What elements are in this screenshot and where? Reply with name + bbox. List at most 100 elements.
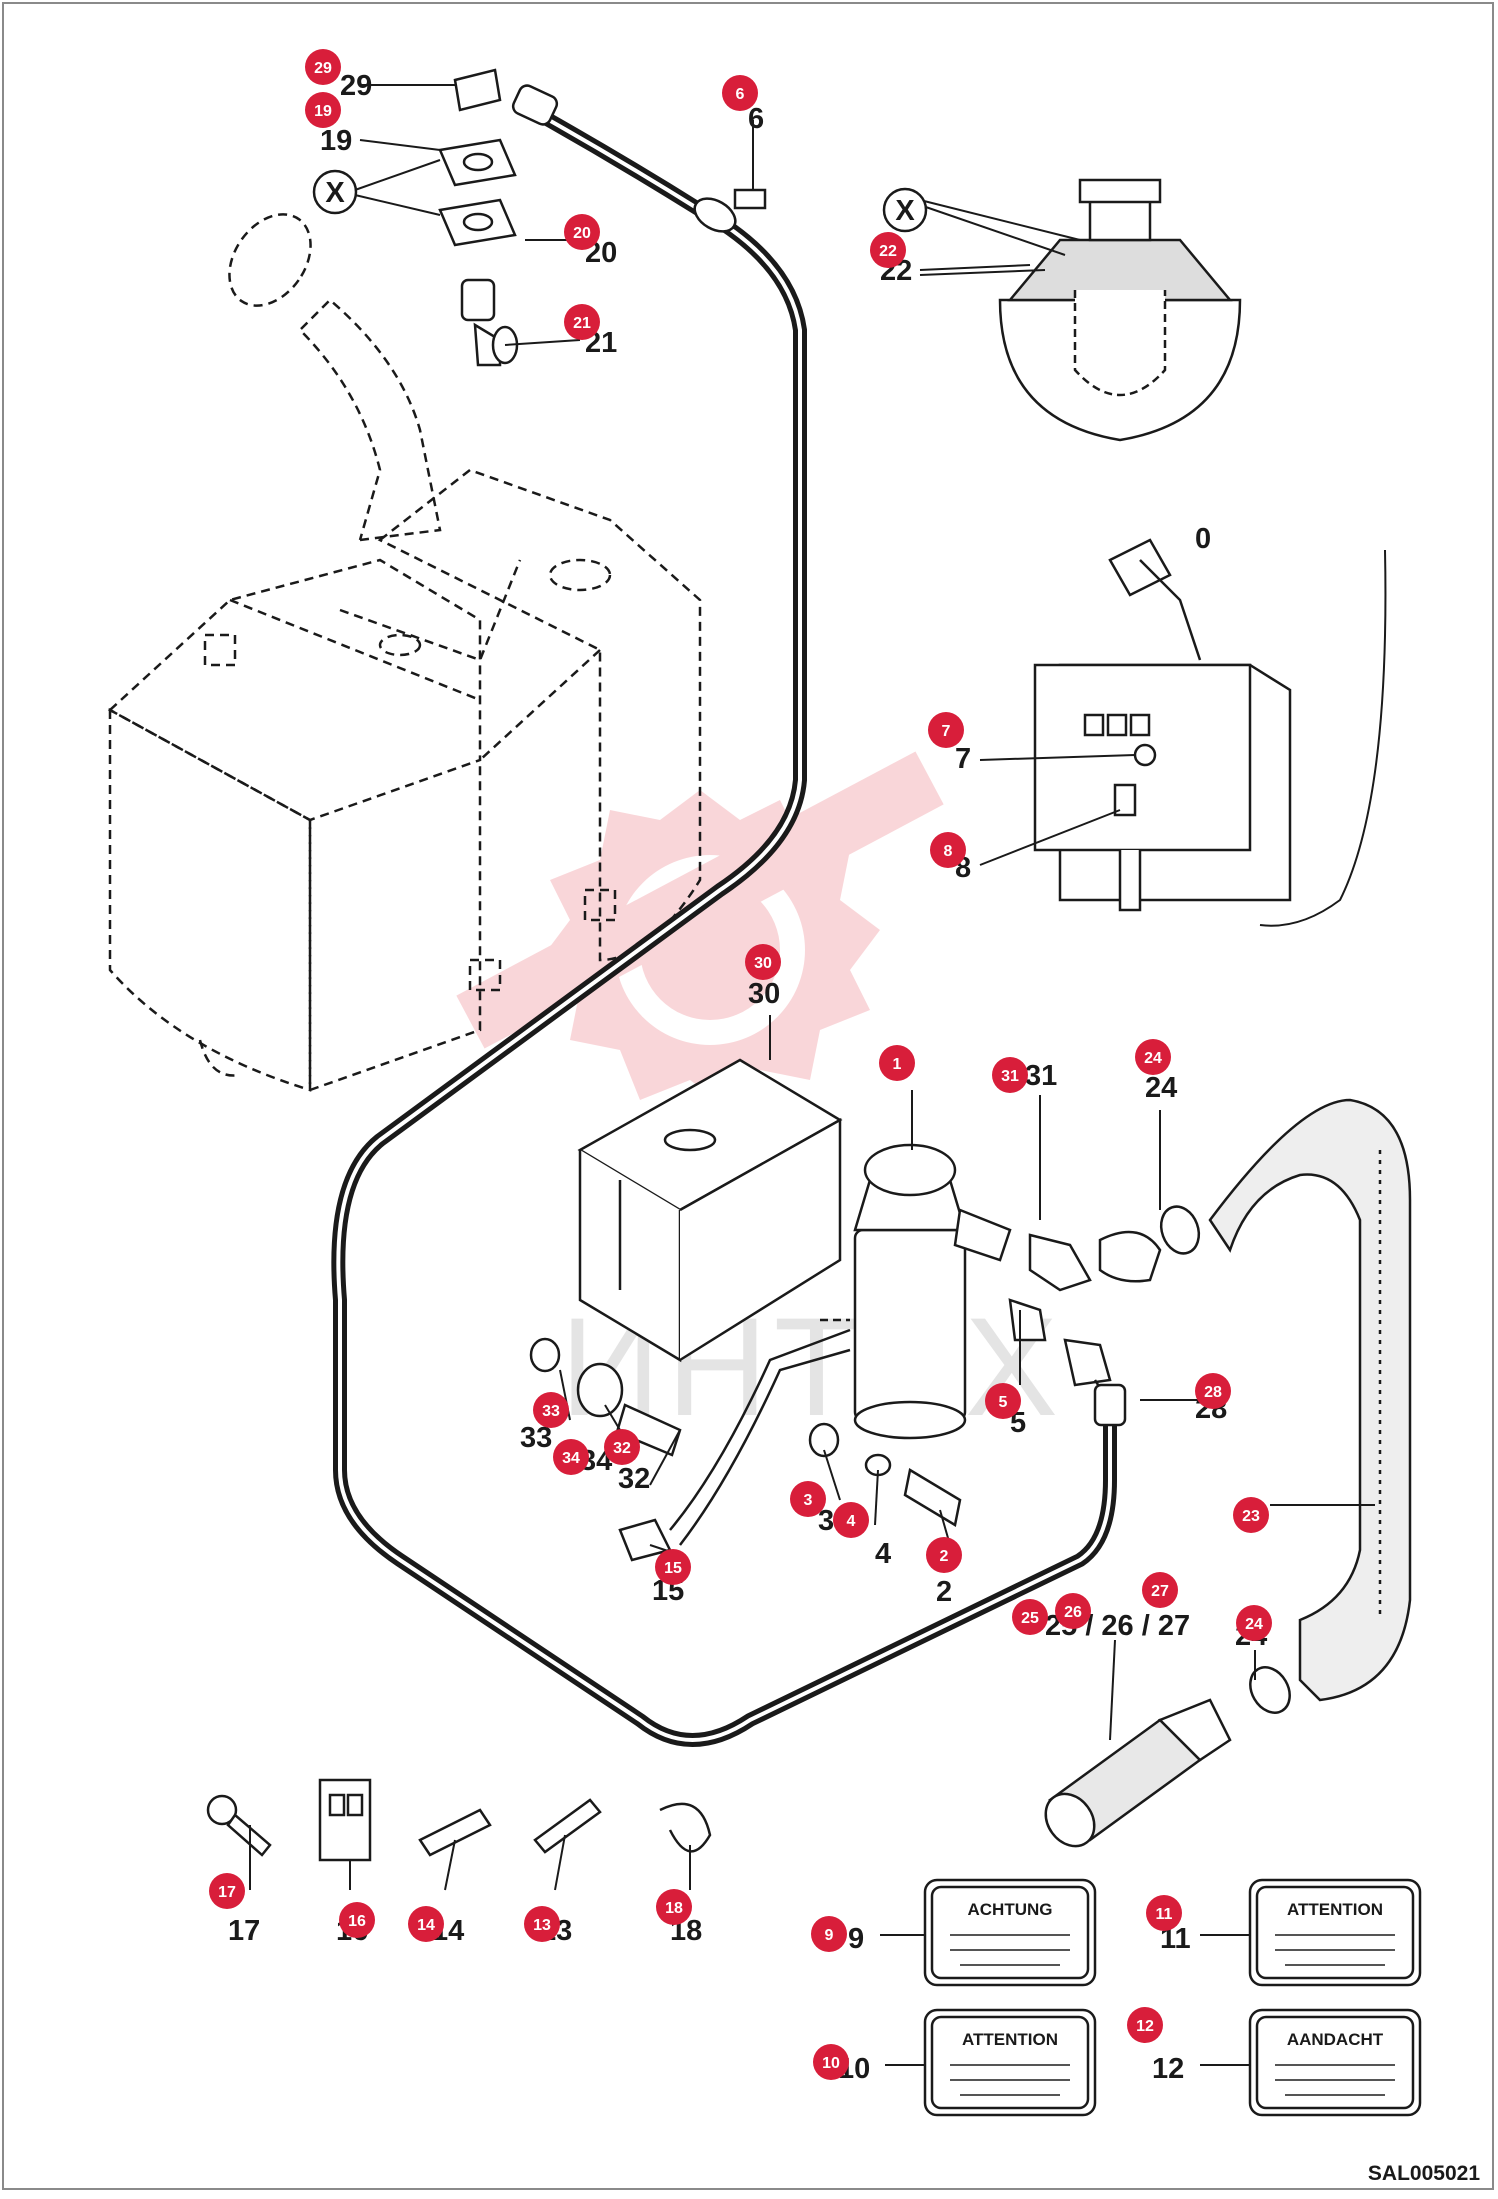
callout-badge-label-29: 29 (314, 60, 332, 77)
pump-control-box (1033, 538, 1387, 927)
printed-3: 3 (818, 1505, 834, 1537)
callout-badge-2 (926, 1537, 962, 1573)
callout-badge-12 (1127, 2007, 1163, 2043)
x-markers: X X (312, 169, 928, 233)
callout-badge-label-12: 12 (1136, 2018, 1154, 2035)
plate-9-title: ACHTUNG (968, 1900, 1053, 1919)
callout-badge-label-10: 10 (822, 2055, 840, 2072)
callout-badge-label-24b: 24 (1245, 1616, 1263, 1633)
fuel-tank (107, 213, 702, 1092)
callout-badge-label-32: 32 (613, 1440, 631, 1457)
callout-badge-13 (524, 1906, 560, 1942)
callout-badge-27 (1142, 1572, 1178, 1608)
callout-badge-8 (930, 832, 966, 868)
suction-filter (1044, 1698, 1232, 1848)
callout-badge-label-34: 34 (562, 1450, 580, 1467)
callout-badge-label-3: 3 (804, 1492, 813, 1509)
drawing-reference: SAL005021 (1368, 2162, 1480, 2185)
callout-badge-33 (533, 1392, 569, 1428)
callout-badge-24b (1236, 1605, 1272, 1641)
callout-badge-label-33: 33 (542, 1403, 560, 1420)
callout-badge-9 (811, 1916, 847, 1952)
callout-badge-24a (1135, 1039, 1171, 1075)
callout-badge-label-14: 14 (417, 1917, 435, 1934)
plate-10-title: ATTENTION (962, 2030, 1058, 2049)
plate-11-title: ATTENTION (1287, 1900, 1383, 1919)
callout-badge-26 (1055, 1593, 1091, 1629)
callout-badge-29 (305, 49, 341, 85)
leader-lines (249, 84, 1375, 2066)
callout-badge-label-13: 13 (533, 1917, 551, 1934)
callout-badge-5 (985, 1383, 1021, 1419)
callout-badge-label-4: 4 (847, 1513, 856, 1530)
printed-31: 31 (1025, 1060, 1057, 1092)
printed-12: 12 (1152, 2053, 1184, 2085)
printed-2: 2 (936, 1576, 952, 1608)
tank-fittings (438, 68, 559, 367)
callout-badge-label-5: 5 (999, 1394, 1008, 1411)
callout-badge-label-9: 9 (825, 1927, 834, 1944)
corrugated-hose (1159, 1098, 1412, 1714)
callout-badge-label-17: 17 (218, 1884, 236, 1901)
callout-badge-label-19: 19 (314, 103, 332, 120)
small-hardware (529, 1328, 962, 1562)
printed-30: 30 (748, 978, 780, 1010)
printed-32: 32 (618, 1463, 650, 1495)
callout-badge-label-21: 21 (573, 315, 591, 332)
callout-badge-28 (1195, 1373, 1231, 1409)
callout-badge-label-24a: 24 (1144, 1050, 1162, 1067)
callout-badge-16 (339, 1902, 375, 1938)
callout-badge-label-16: 16 (348, 1913, 366, 1930)
callout-badge-label-2: 2 (940, 1548, 949, 1565)
callout-badge-23 (1233, 1497, 1269, 1533)
callout-badge-34 (553, 1439, 589, 1475)
callout-badge-19 (305, 92, 341, 128)
callout-badge-22 (870, 232, 906, 268)
electric-fuel-pump (820, 1143, 1162, 1440)
x-marker-left (312, 169, 358, 215)
callout-badge-label-1: 1 (893, 1056, 902, 1073)
callout-badge-18 (656, 1889, 692, 1925)
callout-badge-3 (790, 1481, 826, 1517)
callout-badge-label-25: 25 (1021, 1610, 1039, 1627)
callout-badge-4 (833, 1502, 869, 1538)
printed-7: 7 (955, 743, 971, 775)
callout-badge-17 (209, 1873, 245, 1909)
callout-badge-label-18: 18 (665, 1900, 683, 1917)
callout-badge-6 (722, 75, 758, 111)
callout-badge-label-11: 11 (1156, 1906, 1173, 1923)
callout-badges: 1234567891011121314151617181920212223242… (209, 49, 1272, 2080)
callout-badge-21 (564, 304, 600, 340)
printed-4: 4 (875, 1538, 891, 1570)
plate-placeholder-lines (950, 1934, 1395, 2096)
x-marker-left-label: X (325, 177, 345, 209)
printed-29: 29 (340, 70, 372, 102)
callout-badge-31 (992, 1057, 1028, 1093)
callout-badge-label-6: 6 (736, 86, 745, 103)
callout-badge-label-7: 7 (942, 723, 951, 740)
callout-badge-label-15: 15 (664, 1560, 682, 1577)
x-marker-right-label: X (895, 195, 915, 227)
callout-badge-20 (564, 214, 600, 250)
pump-bracket (577, 1058, 843, 1363)
printed-17: 17 (228, 1915, 260, 1947)
printed-9: 9 (848, 1923, 864, 1955)
callout-badge-label-20: 20 (573, 225, 591, 242)
printed-6: 6 (748, 103, 764, 135)
callout-badge-10 (813, 2044, 849, 2080)
callout-badge-label-26: 26 (1064, 1604, 1082, 1621)
printed-19: 19 (320, 125, 352, 157)
callout-badge-label-30: 30 (754, 955, 772, 972)
callout-badge-32 (604, 1429, 640, 1465)
callout-badge-30 (745, 944, 781, 980)
callout-badge-label-8: 8 (944, 843, 953, 860)
callout-badge-15 (655, 1549, 691, 1585)
callout-badge-1 (879, 1045, 915, 1081)
printed-0: 0 (1195, 523, 1211, 555)
callout-badge-11 (1146, 1895, 1182, 1931)
callout-badge-label-31: 31 (1001, 1068, 1019, 1085)
printed-24a: 24 (1145, 1072, 1177, 1104)
callout-badge-25 (1012, 1599, 1048, 1635)
fuel-strainer-detail (998, 178, 1242, 442)
